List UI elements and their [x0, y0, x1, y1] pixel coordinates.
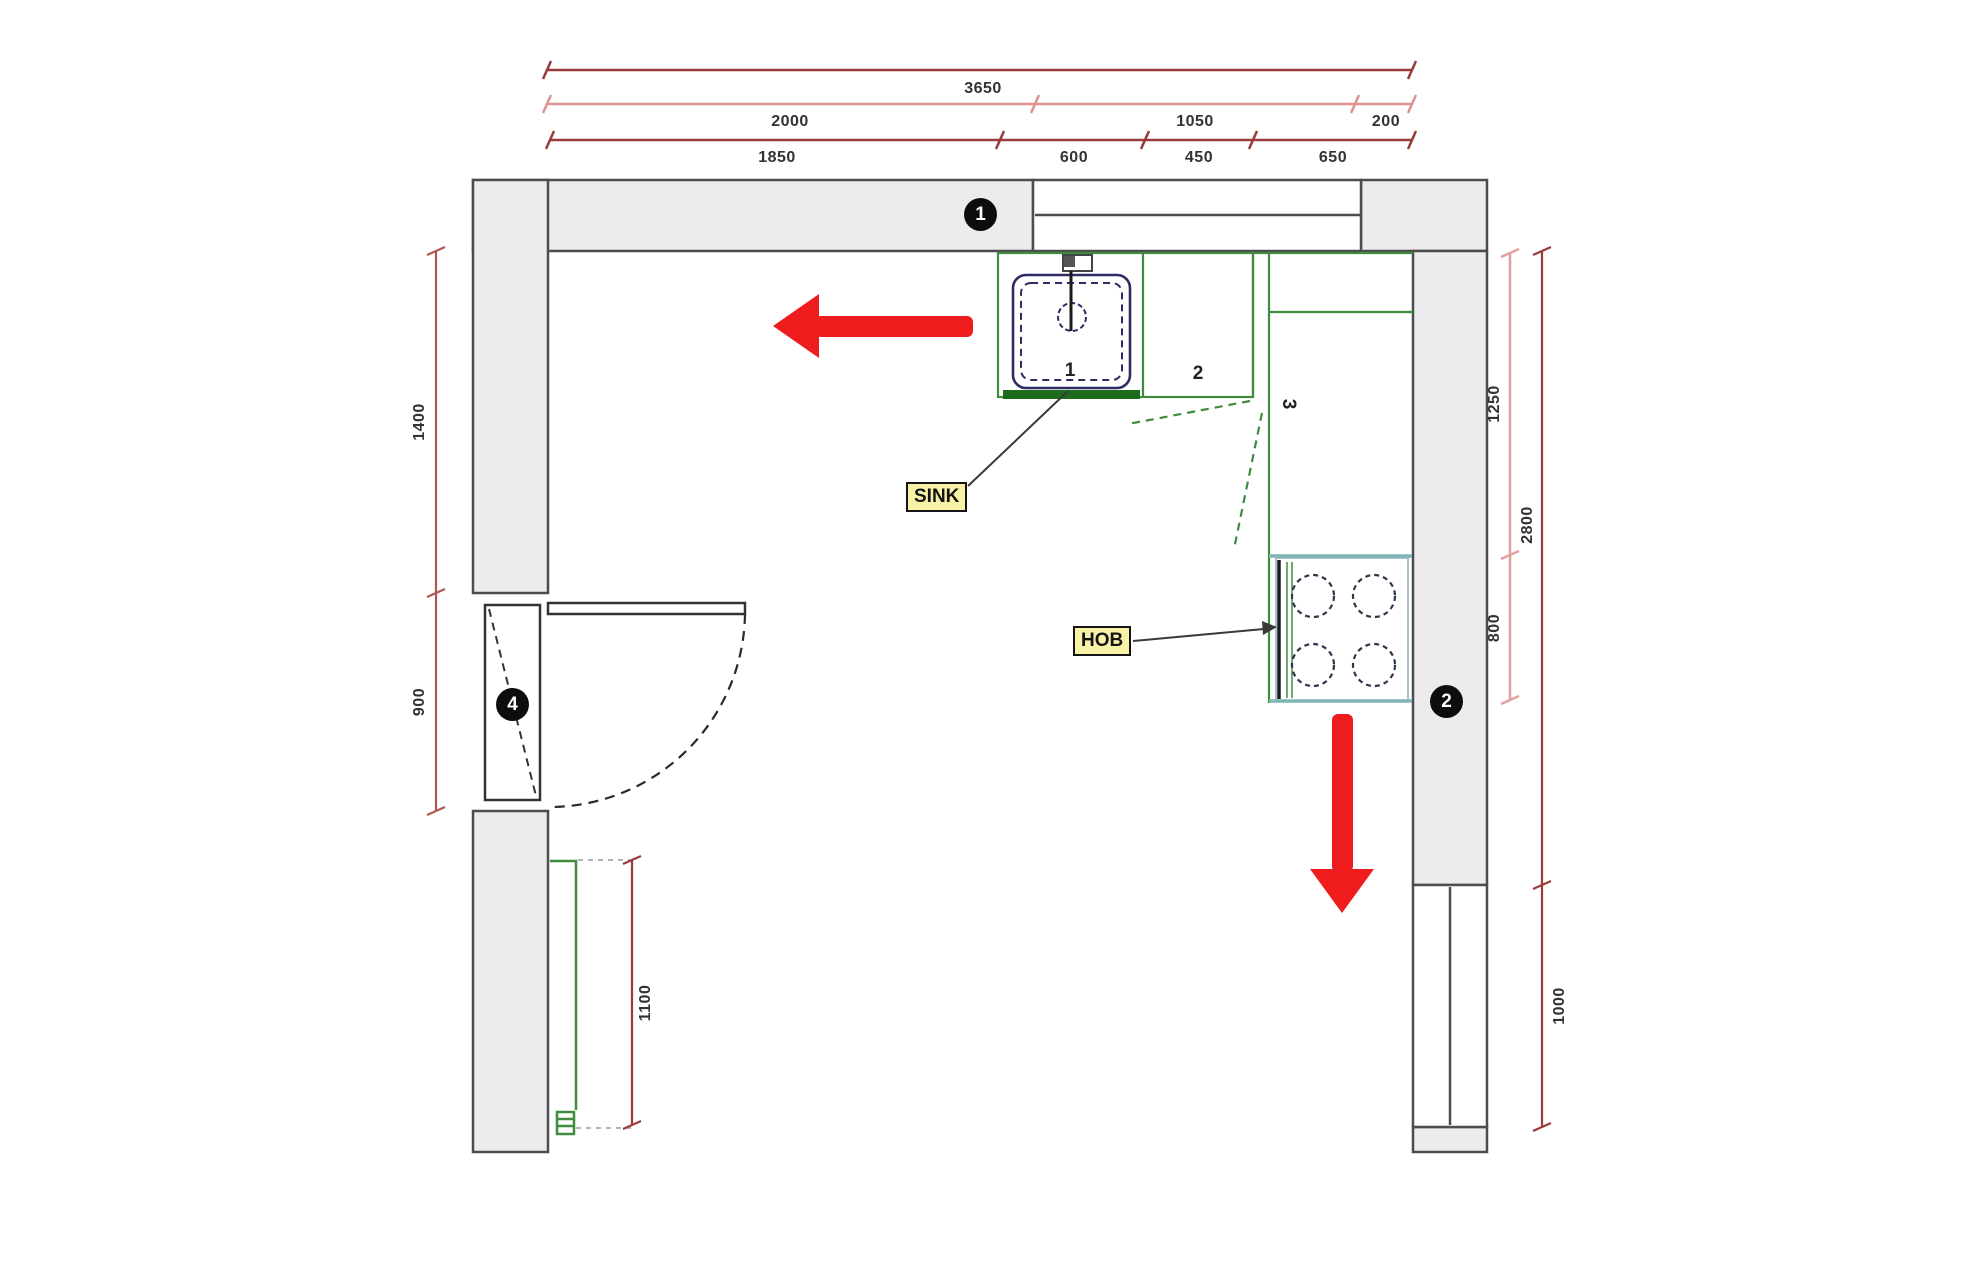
callout-leaders	[967, 390, 1265, 642]
hob-burner	[1351, 573, 1397, 619]
dim-text-600: 600	[1059, 149, 1089, 166]
dim-text-450: 450	[1184, 149, 1214, 166]
dim-line-1100	[622, 854, 642, 1131]
unit-number-2: 2	[1192, 363, 1204, 384]
sink-callout-label: SINK	[906, 482, 968, 512]
dim-text-650: 650	[1318, 149, 1348, 166]
wall-left-upper	[471, 178, 550, 595]
dim-text-1000: 1000	[1551, 987, 1568, 1025]
unit-number-sink: 1	[1064, 360, 1076, 381]
arrow-left	[773, 294, 973, 358]
corner-door-dashed-2	[1232, 412, 1264, 550]
dim-text-2000: 2000	[771, 113, 809, 130]
dim-line-1400-900	[426, 245, 446, 817]
radiator-valve	[555, 1110, 576, 1136]
door-leaf	[546, 601, 747, 616]
arrow-down	[1310, 714, 1374, 913]
dim-text-900: 900	[411, 687, 428, 717]
dim-line-2000-1050-200	[541, 94, 1418, 114]
hob-plate	[1275, 557, 1409, 702]
dim-text-200: 200	[1371, 113, 1401, 130]
sink-tap-handle	[1064, 256, 1075, 267]
flow-arrows	[773, 294, 1374, 913]
wall-right	[1411, 249, 1489, 887]
badge-right-wall: 2	[1430, 685, 1463, 718]
corner-door-dashed-1	[1127, 399, 1251, 426]
door-frame-diagonal	[488, 608, 537, 797]
counter-sink-front-band	[1003, 390, 1140, 399]
radiator-extension-lines	[576, 859, 632, 1129]
dim-text-3650: 3650	[964, 80, 1002, 97]
hob-leader-arrowhead	[1262, 621, 1277, 635]
badge-door: 4	[496, 688, 529, 721]
sink-symbol	[1011, 254, 1132, 390]
walls	[471, 178, 1489, 1154]
dim-text-800: 800	[1486, 613, 1503, 643]
dim-text-1100: 1100	[637, 984, 654, 1022]
wall-left-lower	[471, 809, 550, 1154]
wall-right-sill	[1411, 1125, 1489, 1154]
hob-callout-label: HOB	[1073, 626, 1132, 656]
badge-top-wall: 1	[964, 198, 997, 231]
hob-burners	[1290, 573, 1397, 688]
dim-line-1250-800	[1500, 247, 1520, 706]
dim-line-2800-1000	[1532, 245, 1552, 1133]
wall-top	[471, 178, 1035, 253]
wall-top-right-corner	[1359, 178, 1489, 253]
dim-text-1400: 1400	[411, 403, 428, 441]
sink-leader-line	[967, 390, 1069, 487]
hob-leader-line	[1132, 628, 1265, 642]
radiator-outline	[550, 859, 578, 1110]
hob-burner	[1351, 642, 1397, 688]
hob-burner	[1290, 573, 1336, 619]
radiator	[550, 859, 578, 1136]
dim-line-3650	[541, 60, 1418, 80]
door-swing-arc	[548, 613, 747, 809]
hob-symbol	[1269, 554, 1412, 703]
dim-text-2800: 2800	[1519, 506, 1536, 544]
hob-burner	[1290, 642, 1336, 688]
dim-text-1250: 1250	[1486, 385, 1503, 423]
dim-line-1850-600-450-650	[544, 130, 1418, 150]
dim-text-1050: 1050	[1176, 113, 1214, 130]
unit-number-corner: 3	[1278, 398, 1299, 410]
dim-text-1850: 1850	[758, 149, 796, 166]
windows	[1031, 178, 1489, 1129]
